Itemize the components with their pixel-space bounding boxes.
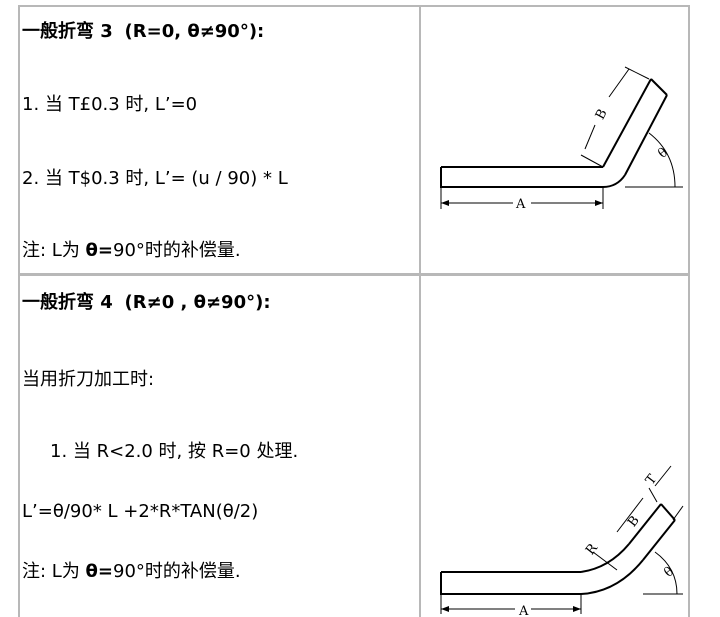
table-column-divider xyxy=(419,5,421,617)
row2-label-b: B xyxy=(625,513,643,530)
row2-note: 注: L为 θ=90°时的补偿量. xyxy=(22,561,241,583)
row2-note-prefix: 注: L为 xyxy=(22,561,86,582)
row2-label-r: R xyxy=(583,540,602,558)
row2-note-theta: θ= xyxy=(85,561,113,582)
row2-bend-diagram: A R B T θ xyxy=(440,465,684,617)
row1-heading-main: 一般折弯 3 xyxy=(22,21,113,42)
row2-heading-main: 一般折弯 4 xyxy=(22,292,113,313)
row2-note-suffix: 90°时的补偿量. xyxy=(113,561,241,582)
row1-note: 注: L为 θ=90°时的补偿量. xyxy=(22,240,241,262)
row2-formula: L’=θ/90* L +2*R*TAN(θ/2) xyxy=(22,501,259,522)
row1-bend-diagram: A B θ xyxy=(440,66,683,212)
table-border-right xyxy=(688,5,690,617)
table-row-divider xyxy=(18,273,690,276)
row1-rule-1: 1. 当 T£0.3 时, L’=0 xyxy=(22,94,198,115)
row1-label-b: B xyxy=(593,107,611,122)
row2-tool-note: 当用折刀加工时: xyxy=(22,369,155,390)
row2-label-a: A xyxy=(518,604,529,617)
row1-rule-2: 2. 当 T$0.3 时, L’= (u / 90) * L xyxy=(22,168,288,189)
row1-note-suffix: 90°时的补偿量. xyxy=(113,240,241,261)
row2-heading-condition: (R≠0 , θ≠90°): xyxy=(124,292,271,313)
row1-heading-condition: (R=0, θ≠90°): xyxy=(124,21,265,42)
table-border-left xyxy=(18,5,20,617)
row1-text-cell: 一般折弯 3 (R=0, θ≠90°): 1. 当 T£0.3 时, L’=0 … xyxy=(22,5,418,273)
row1-label-theta: θ xyxy=(655,145,671,162)
row2-text-cell: 一般折弯 4 (R≠0 , θ≠90°): 当用折刀加工时: 1. 当 R<2.… xyxy=(22,276,418,617)
table-border-top xyxy=(18,5,690,7)
bend-table: 一般折弯 3 (R=0, θ≠90°): 1. 当 T£0.3 时, L’=0 … xyxy=(18,5,690,617)
row1-label-a: A xyxy=(515,197,526,212)
row2-label-t: T xyxy=(643,472,660,488)
row2-rule-1: 1. 当 R<2.0 时, 按 R=0 处理. xyxy=(50,441,299,462)
row2-heading: 一般折弯 4 (R≠0 , θ≠90°): xyxy=(22,292,271,314)
row1-note-prefix: 注: L为 xyxy=(22,240,86,261)
row1-note-theta: θ= xyxy=(85,240,113,261)
row1-heading: 一般折弯 3 (R=0, θ≠90°): xyxy=(22,21,264,43)
